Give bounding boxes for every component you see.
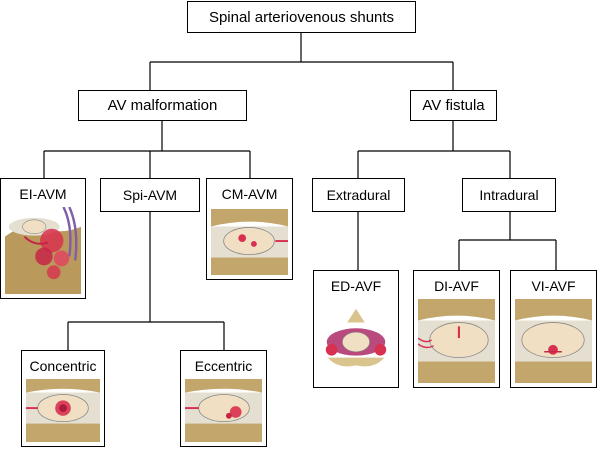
ei-avm-label: EI-AVM (19, 186, 67, 202)
ed-avf-node: ED-AVF (313, 270, 399, 388)
connector-avm (43, 121, 251, 178)
concentric-illustration (26, 379, 100, 442)
ed-avf-illustration (318, 299, 394, 383)
di-avf-node: DI-AVF (413, 270, 500, 388)
ei-avm-illustration (5, 207, 81, 294)
ed-avf-label: ED-AVF (330, 278, 382, 294)
intradural-label: Intradural (479, 187, 539, 203)
root-label: Spinal arteriovenous shunts (208, 8, 395, 26)
eccentric-node: Eccentric (180, 350, 267, 447)
ei-avm-node: EI-AVM (0, 178, 86, 299)
concentric-label: Concentric (29, 358, 97, 374)
eccentric-illustration (185, 379, 262, 442)
extradural-label: Extradural (326, 187, 391, 203)
av-malformation-node: AV malformation (78, 90, 247, 121)
connector-intradural (458, 212, 557, 270)
connector-spi-avm (67, 212, 225, 350)
root-node: Spinal arteriovenous shunts (187, 1, 416, 33)
vi-avf-illustration (515, 299, 592, 383)
av-malformation-label: AV malformation (107, 97, 218, 114)
cm-avm-label: CM-AVM (221, 186, 278, 202)
connector-root (149, 33, 454, 90)
eccentric-label: Eccentric (194, 358, 253, 374)
spi-avm-label: Spi-AVM (122, 187, 178, 203)
concentric-node: Concentric (21, 350, 105, 447)
vi-avf-label: VI-AVF (531, 278, 576, 294)
spi-avm-node: Spi-AVM (100, 178, 200, 212)
cm-avm-node: CM-AVM (206, 178, 293, 280)
di-avf-illustration (418, 299, 495, 383)
di-avf-label: DI-AVF (434, 278, 479, 294)
connector-avf (357, 121, 511, 178)
intradural-node: Intradural (462, 178, 556, 212)
av-fistula-node: AV fistula (410, 90, 497, 121)
extradural-node: Extradural (312, 178, 405, 212)
av-fistula-label: AV fistula (422, 97, 485, 114)
cm-avm-illustration (211, 209, 288, 275)
vi-avf-node: VI-AVF (510, 270, 597, 388)
